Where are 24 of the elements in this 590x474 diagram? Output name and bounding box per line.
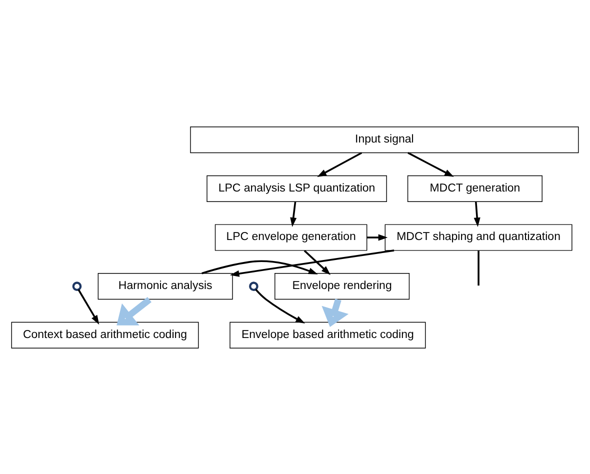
node-circle [249,281,258,291]
node-circle [72,281,82,291]
node-box: MDCT shaping and quantization [384,224,572,250]
arrow [290,201,297,226]
arrow [78,288,100,324]
arrow [366,234,388,240]
node-box: LPC analysis LSP quantization [206,174,387,202]
node-box: Input signal [190,126,579,153]
node-box: MDCT generation [407,174,542,202]
arrow [304,250,331,274]
connector [478,250,480,286]
arrow [116,296,152,325]
arrow [255,288,306,323]
arrow [322,298,349,326]
arrow [408,152,454,176]
arrow [317,152,362,176]
arrow [474,201,480,226]
arrow [230,249,394,276]
node-box: Envelope based arithmetic coding [230,321,426,348]
node-box: Context based arithmetic coding [11,321,199,348]
node-box: Harmonic analysis [98,272,233,300]
arrow [202,260,318,274]
node-box: LPC envelope generation [214,224,368,250]
node-box: Envelope rendering [274,272,410,300]
